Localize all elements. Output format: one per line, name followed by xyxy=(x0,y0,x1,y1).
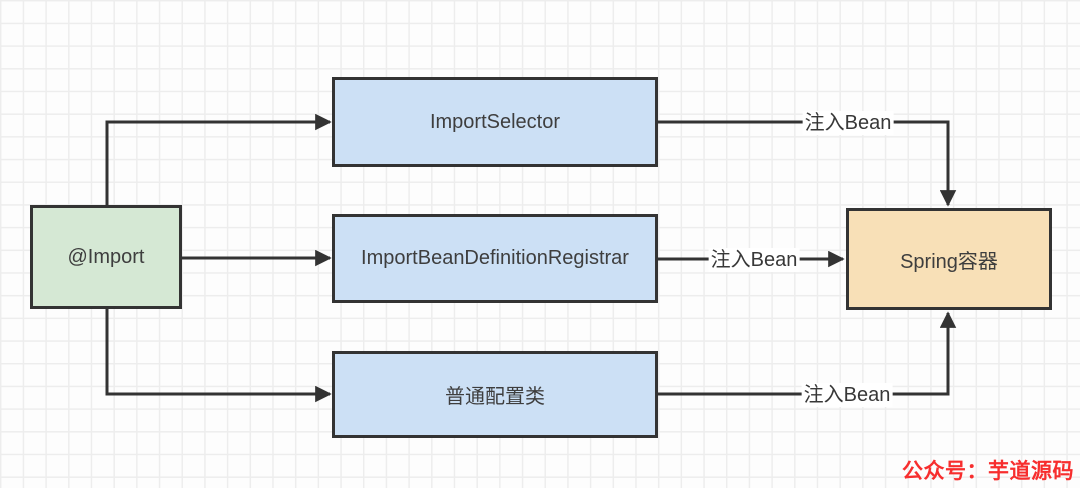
edge-label-inject-bean-middle: 注入Bean xyxy=(708,248,800,272)
node-import-selector: ImportSelector xyxy=(332,77,658,167)
edge-config-to-spring xyxy=(658,311,957,396)
node-label: ImportBeanDefinitionRegistrar xyxy=(361,247,629,269)
watermark-text: 公众号：芋道源码 xyxy=(902,458,1074,483)
edge-selector-to-spring xyxy=(658,120,957,207)
node-spring-container: Spring容器 xyxy=(846,208,1052,310)
node-import-annotation: @Import xyxy=(30,205,182,309)
node-label: Spring容器 xyxy=(900,250,998,273)
edge-label-inject-bean-bottom: 注入Bean xyxy=(801,383,893,407)
node-label: ImportSelector xyxy=(429,110,561,133)
node-plain-config-class: 普通配置类 xyxy=(332,351,658,438)
node-label: @Import xyxy=(67,245,145,268)
edge-label-inject-bean-top: 注入Bean xyxy=(802,111,894,135)
edge-import-to-selector xyxy=(105,113,332,206)
node-import-bean-definition-registrar: ImportBeanDefinitionRegistrar xyxy=(332,214,658,303)
node-label: 普通配置类 xyxy=(445,386,545,408)
edge-import-to-config xyxy=(105,309,332,403)
